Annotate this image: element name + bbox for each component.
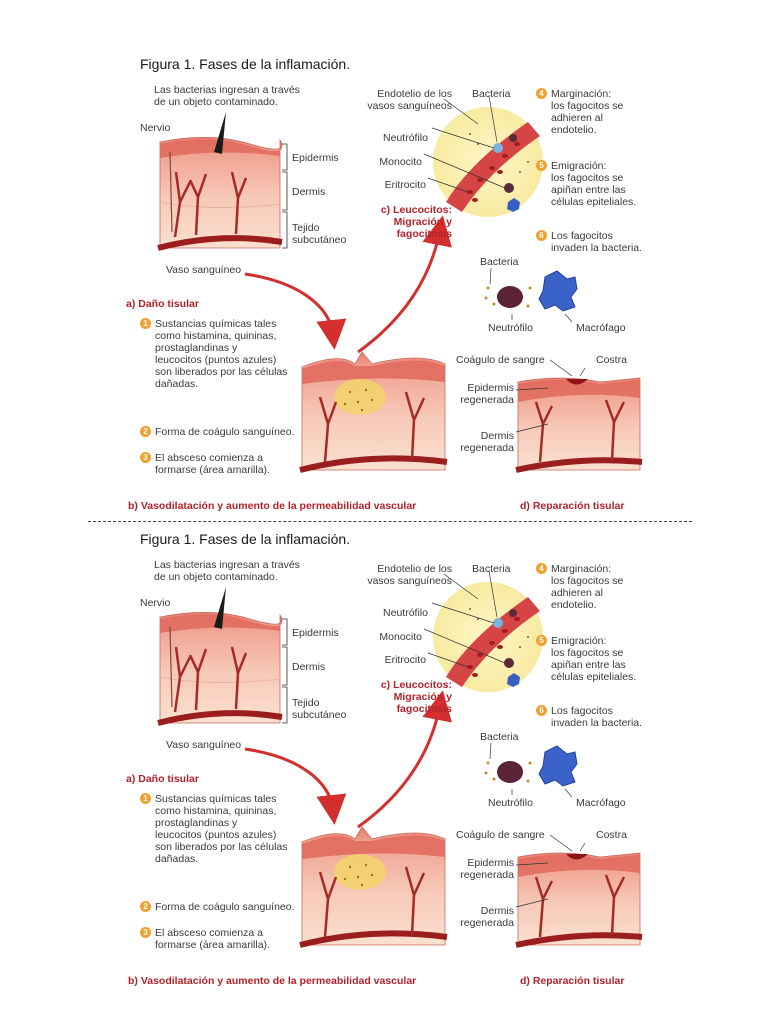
- step-number: 5: [536, 160, 547, 171]
- label-nervio: Nervio: [140, 122, 171, 134]
- step-2: 2 Forma de coágulo sanguíneo.: [140, 426, 295, 438]
- section-b-title: b) Vasodilatación y aumento de la permea…: [128, 500, 417, 512]
- step-number: 2: [140, 426, 151, 437]
- section-b-title: b) Vasodilatación y aumento de la permea…: [128, 975, 417, 987]
- label-costra: Costra: [596, 829, 627, 841]
- step-4: 4 Marginación: los fagocitos se adhieren …: [536, 88, 623, 136]
- step-text: Forma de coágulo sanguíneo.: [155, 426, 295, 438]
- step-number: 2: [140, 901, 151, 912]
- step-6: 6 Los fagocitos invaden la bacteria.: [536, 230, 642, 254]
- label-epidermis: Epidermis: [292, 152, 339, 164]
- step-6: 6 Los fagocitos invaden la bacteria.: [536, 705, 642, 729]
- step-text: Los fagocitos invaden la bacteria.: [551, 230, 643, 254]
- label-dermis: Dermis: [292, 186, 326, 198]
- vessel-closeup: [433, 107, 543, 217]
- step-text: Sustancias químicas tales como histamina…: [155, 318, 288, 390]
- label-dermis-regen: Dermis regenerada: [460, 905, 514, 929]
- section-c-title: c) Leucocitos: Migración y fagocitosis: [380, 679, 452, 715]
- label-vaso: Vaso sanguíneo: [166, 739, 242, 751]
- step-1: 1 Sustancias químicas tales como histamin…: [140, 318, 288, 390]
- label-tejido: Tejido subcutáneo: [292, 222, 347, 246]
- step-text: Forma de coágulo sanguíneo.: [155, 901, 295, 913]
- step-text: Emigración: los fagocitos se apiñan entr…: [551, 160, 637, 208]
- step-5: 5 Emigración: los fagocitos se apiñan ent…: [536, 160, 636, 208]
- label-costra: Costra: [596, 354, 627, 366]
- phagocytosis: [484, 270, 578, 312]
- skin-section-b: [299, 351, 448, 473]
- label-nervio: Nervio: [140, 597, 171, 609]
- diagram-art: [157, 570, 643, 948]
- section-d-title: d) Reparación tisular: [520, 500, 625, 512]
- step-number: 5: [536, 635, 547, 646]
- label-bacteria: Bacteria: [472, 563, 511, 575]
- cut-line: [88, 521, 692, 522]
- label-endotelio: Endotelio de los vasos sanguíneos: [367, 88, 452, 112]
- section-c-title: c) Leucocitos: Migración y fagocitosis: [380, 204, 452, 240]
- label-eritrocito: Eritrocito: [384, 179, 426, 191]
- step-5: 5 Emigración: los fagocitos se apiñan ent…: [536, 635, 636, 683]
- label-tejido: Tejido subcutáneo: [292, 697, 347, 721]
- step-text: Marginación: los fagocitos se adhieren a…: [551, 563, 624, 611]
- step-4: 4 Marginación: los fagocitos se adhieren …: [536, 563, 623, 611]
- label-epidermis-regen: Epidermis regenerada: [460, 382, 514, 406]
- step-text: El absceso comienza a formarse (área ama…: [155, 452, 270, 476]
- step-number: 3: [140, 452, 151, 463]
- label-neutrofilo: Neutrófilo: [383, 607, 428, 619]
- label-macrofago: Macrófago: [576, 797, 626, 809]
- step-number: 1: [140, 793, 151, 804]
- step-number: 3: [140, 927, 151, 938]
- label-bacteria-2: Bacteria: [480, 256, 519, 268]
- skin-section-a: [157, 112, 288, 251]
- figure-title: Figura 1. Fases de la inflamación.: [140, 56, 351, 72]
- label-neutrofilo-2: Neutrófilo: [488, 322, 533, 334]
- label-epidermis-regen: Epidermis regenerada: [460, 857, 514, 881]
- label-neutrofilo-2: Neutrófilo: [488, 797, 533, 809]
- label-vaso: Vaso sanguíneo: [166, 264, 242, 276]
- label-dermis: Dermis: [292, 661, 326, 673]
- label-epidermis: Epidermis: [292, 627, 339, 639]
- step-2: 2 Forma de coágulo sanguíneo.: [140, 901, 295, 913]
- label-neutrofilo: Neutrófilo: [383, 132, 428, 144]
- diagram-art: [157, 95, 643, 473]
- step-number: 6: [536, 705, 547, 716]
- step-text: Sustancias químicas tales como histamina…: [155, 793, 288, 865]
- step-number: 6: [536, 230, 547, 241]
- label-dermis-regen: Dermis regenerada: [460, 430, 514, 454]
- phagocytosis: [484, 745, 578, 787]
- skin-section-b: [299, 826, 448, 948]
- step-number: 4: [536, 88, 547, 99]
- label-eritrocito: Eritrocito: [384, 654, 426, 666]
- step-3: 3 El absceso comienza a formarse (área am…: [140, 927, 270, 951]
- figure-title: Figura 1. Fases de la inflamación.: [140, 531, 351, 547]
- skin-section-d: [515, 852, 643, 948]
- step-number: 1: [140, 318, 151, 329]
- vessel-closeup: [433, 582, 543, 692]
- label-macrofago: Macrófago: [576, 322, 626, 334]
- label-coagulo: Coágulo de sangre: [456, 354, 545, 366]
- skin-section-a: [157, 587, 288, 726]
- bacteria-entry-text: Las bacterias ingresan a través de un ob…: [154, 559, 300, 583]
- label-coagulo: Coágulo de sangre: [456, 829, 545, 841]
- bacteria-entry-text: Las bacterias ingresan a través de un ob…: [154, 84, 300, 108]
- label-endotelio: Endotelio de los vasos sanguíneos: [367, 563, 452, 587]
- label-bacteria: Bacteria: [472, 88, 511, 100]
- step-text: Marginación: los fagocitos se adhieren a…: [551, 88, 624, 136]
- label-monocito: Monocito: [379, 156, 422, 168]
- step-text: El absceso comienza a formarse (área ama…: [155, 927, 270, 951]
- step-number: 4: [536, 563, 547, 574]
- step-text: Los fagocitos invaden la bacteria.: [551, 705, 643, 729]
- step-3: 3 El absceso comienza a formarse (área am…: [140, 452, 270, 476]
- section-a-title: a) Daño tisular: [126, 298, 199, 310]
- skin-section-d: [515, 377, 643, 473]
- label-bacteria-2: Bacteria: [480, 731, 519, 743]
- section-a-title: a) Daño tisular: [126, 773, 199, 785]
- label-monocito: Monocito: [379, 631, 422, 643]
- step-text: Emigración: los fagocitos se apiñan entr…: [551, 635, 637, 683]
- step-1: 1 Sustancias químicas tales como histamin…: [140, 793, 288, 865]
- section-d-title: d) Reparación tisular: [520, 975, 625, 987]
